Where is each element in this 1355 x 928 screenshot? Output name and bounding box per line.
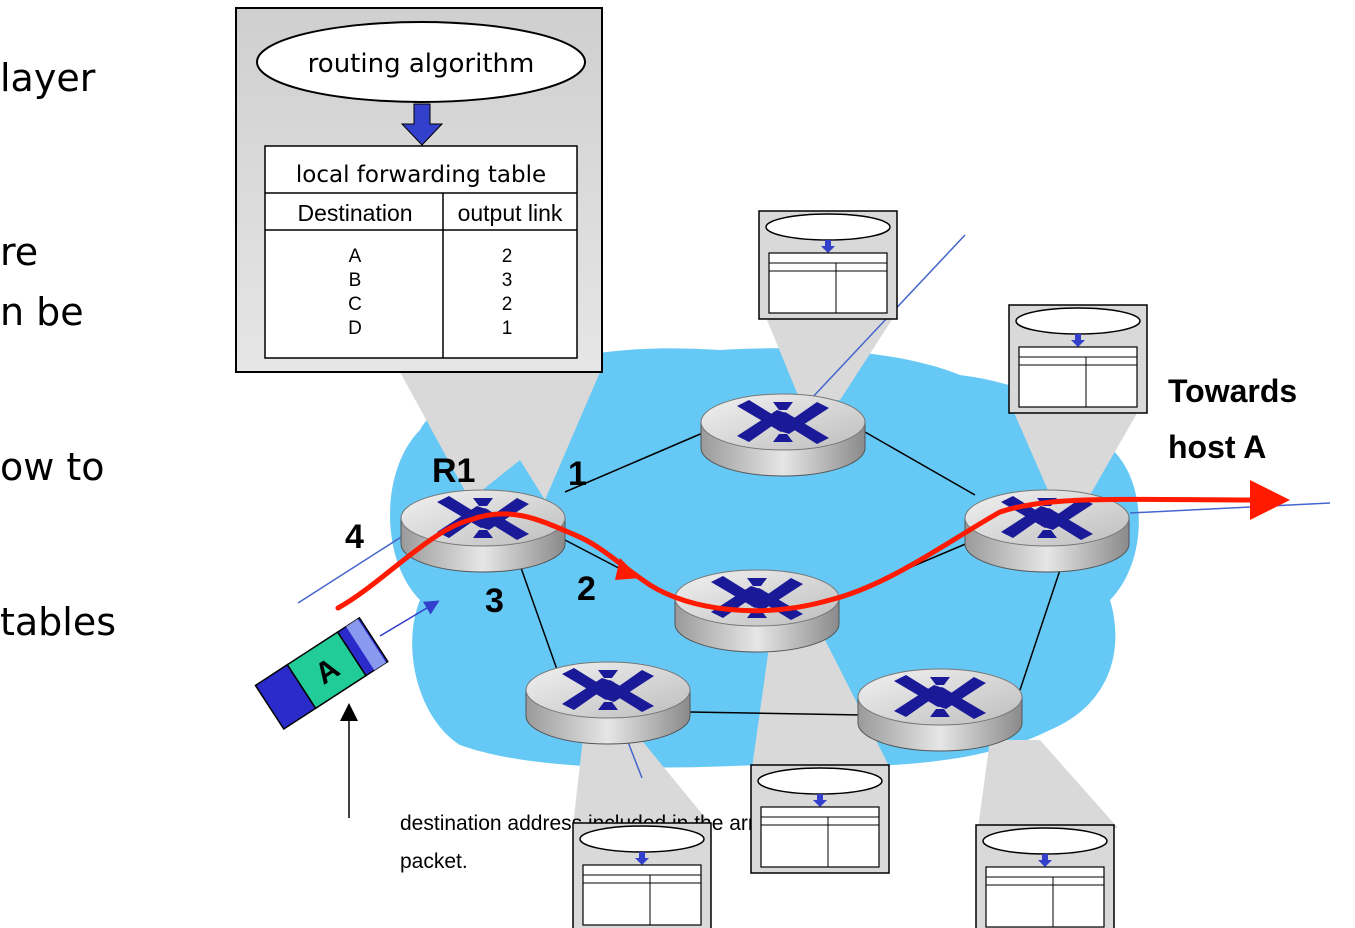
slide-fragment-tables: tables xyxy=(0,600,117,644)
link-label-2: 2 xyxy=(577,570,596,608)
routing-algorithm-label: routing algorithm xyxy=(308,49,535,79)
mini-table-icon xyxy=(572,822,712,928)
table-row-dest: D xyxy=(348,318,362,339)
slide-fragment-n-be: n be xyxy=(0,290,84,334)
slide-fragment-layer: layer xyxy=(0,56,96,100)
router-x-icon xyxy=(562,668,654,712)
mini-table-icon xyxy=(750,764,890,874)
path-mid-arrowhead xyxy=(615,558,640,580)
router-top xyxy=(700,393,866,477)
table-row-link: 2 xyxy=(502,246,513,267)
table-row-link: 3 xyxy=(502,270,513,291)
packet: A xyxy=(254,616,389,731)
routing-algorithm-ellipse xyxy=(256,21,586,103)
table-row-link: 1 xyxy=(502,318,513,339)
packet-arrow xyxy=(379,600,440,637)
table-title: local forwarding table xyxy=(296,162,546,188)
down-arrow-icon xyxy=(400,103,444,146)
router-bottom-right xyxy=(857,668,1023,752)
slide-fragment-re: re xyxy=(0,230,39,274)
router-right xyxy=(964,489,1130,573)
callout-wedges xyxy=(400,315,1140,828)
table-row-dest: B xyxy=(349,270,362,291)
table-row-link: 2 xyxy=(502,294,513,315)
router-label-r1: R1 xyxy=(432,452,475,490)
network-cloud xyxy=(390,348,1139,768)
link-label-4: 4 xyxy=(345,518,364,556)
packet-head-highlight xyxy=(346,618,387,671)
col-output-link: output link xyxy=(458,200,563,226)
mini-table-icon xyxy=(975,824,1115,928)
table-row-dest: C xyxy=(348,294,362,315)
forwarding-table-panel: routing algorithm local forwarding table… xyxy=(235,7,603,373)
mini-table-icon xyxy=(1008,304,1148,414)
router-middle xyxy=(674,569,840,653)
towards-label-line1: Towards xyxy=(1168,373,1297,409)
router-x-icon xyxy=(894,675,986,719)
router-r1 xyxy=(400,489,566,573)
caption-line2: packet. xyxy=(400,850,468,873)
router-bottom-left xyxy=(525,661,691,745)
towards-label-line2: host A xyxy=(1168,429,1266,465)
link-label-3: 3 xyxy=(485,582,504,620)
slide-fragment-ow-to: ow to xyxy=(0,445,105,489)
router-x-icon xyxy=(737,400,829,444)
col-destination: Destination xyxy=(297,200,412,226)
table-row-dest: A xyxy=(349,246,362,267)
mini-table-icon xyxy=(758,210,898,320)
link-label-1: 1 xyxy=(568,455,587,493)
router-x-icon xyxy=(1001,496,1093,540)
forwarding-path xyxy=(335,479,1290,614)
